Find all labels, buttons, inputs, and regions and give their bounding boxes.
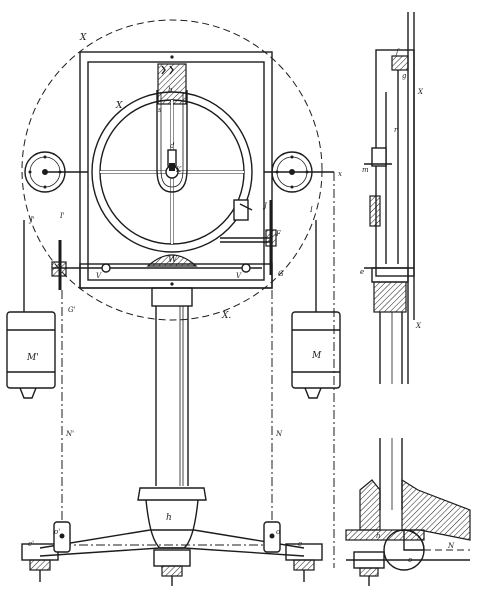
- label-v1: V: [96, 272, 102, 280]
- label-side-m: m: [362, 166, 369, 174]
- label-side-x-bot: X: [415, 322, 422, 330]
- label-i-right: I: [309, 206, 313, 214]
- label-side-r: r: [394, 126, 398, 134]
- side-view: X X f g r m e h o N: [345, 12, 471, 586]
- label-g-left: G': [68, 306, 76, 314]
- label-j-left: J': [28, 216, 35, 224]
- slider-bar: [157, 63, 187, 105]
- swing-circle: [21, 19, 323, 321]
- label-e-left: e': [28, 540, 34, 548]
- base-collar: [137, 487, 207, 501]
- label-i-left: I': [59, 212, 65, 220]
- left-pulley: [24, 151, 88, 193]
- label-x-wheel: X: [115, 101, 123, 111]
- label-side-o: o: [408, 556, 412, 564]
- label-v2: V: [236, 272, 242, 280]
- weight-w: [146, 254, 198, 267]
- tripod-base: [21, 529, 323, 586]
- inner-frame: [87, 61, 265, 281]
- label-f-right: F: [275, 230, 282, 238]
- label-g-right: G: [278, 270, 284, 278]
- label-k: K: [175, 166, 182, 174]
- label-x-bottom: X.: [221, 311, 231, 321]
- wheel: [91, 91, 253, 253]
- label-side-x-top: X: [417, 88, 424, 96]
- label-d: d: [170, 142, 175, 150]
- weight-m-left: [6, 311, 56, 399]
- label-m-right: M: [311, 351, 322, 361]
- u-slot: [156, 90, 188, 193]
- label-x-right: x: [338, 170, 342, 178]
- left-clamp: [51, 240, 90, 290]
- column: [151, 287, 193, 486]
- label-side-e: e: [360, 268, 364, 276]
- label-w: W: [168, 255, 178, 265]
- label-side-g: g: [402, 72, 407, 80]
- label-x-top: X: [79, 33, 87, 43]
- label-side-f: f: [395, 48, 400, 56]
- bottom-pulley-right: [263, 521, 281, 553]
- label-h: h: [166, 513, 172, 523]
- label-o-right: o: [276, 528, 280, 536]
- label-b: b: [168, 86, 173, 94]
- right-pulley: [264, 151, 334, 193]
- label-side-h: h: [376, 532, 381, 540]
- label-m-left: M': [26, 353, 39, 363]
- weight-m-right: [291, 311, 341, 399]
- bottom-pulley-left: [53, 521, 71, 553]
- label-n-right: N: [275, 430, 283, 438]
- label-j-right: J: [262, 202, 268, 210]
- right-clamp: [220, 199, 277, 275]
- label-side-n: N: [447, 542, 455, 550]
- label-e-right: e: [298, 540, 302, 548]
- front-view: X X X. x d K s b W V V h J' J I' I M' M …: [6, 19, 342, 586]
- label-s: s: [158, 106, 162, 114]
- label-n-left: N': [65, 430, 74, 438]
- label-o-left: o': [54, 528, 60, 536]
